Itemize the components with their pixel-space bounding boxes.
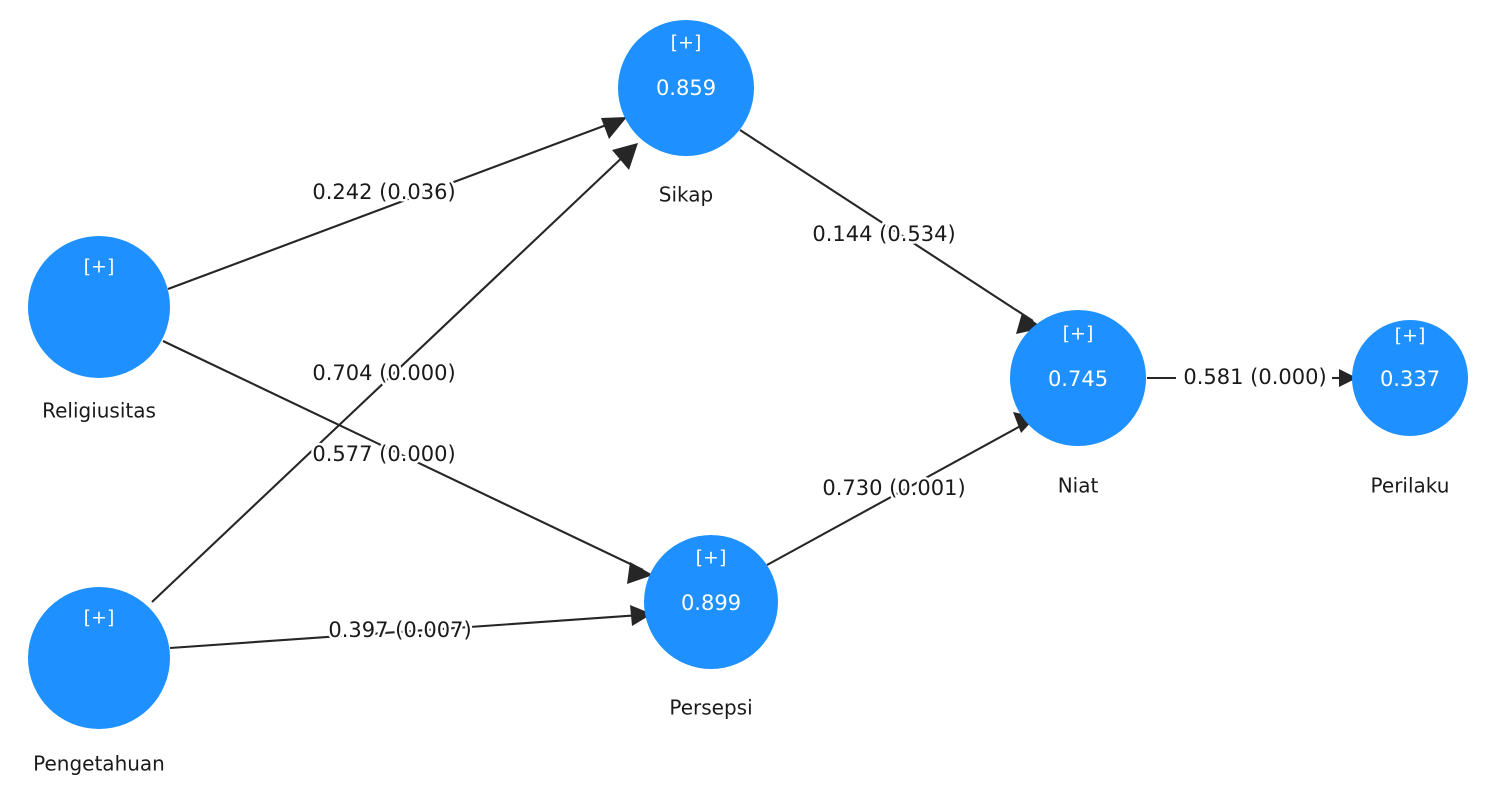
edge-line [766, 422, 1027, 566]
edge-label-sikap-niat: 0.144 (0.534) [812, 222, 955, 246]
arrow-head-icon [630, 605, 652, 626]
node-shape [644, 535, 778, 669]
node-caption: Perilaku [1371, 474, 1450, 498]
node-value: 0.745 [1048, 367, 1108, 391]
edge-line [151, 151, 629, 603]
node-shape [28, 587, 170, 729]
node-shape [618, 20, 754, 156]
node-caption: Persepsi [669, 696, 752, 720]
node-badge: [+] [696, 547, 727, 569]
edge-line [169, 613, 642, 650]
edge-label-religiusitas-persepsi: 0.577 (0.000) [312, 442, 455, 466]
node-badge: [+] [1063, 323, 1094, 345]
node-caption: Sikap [659, 183, 713, 207]
edge-label-pengetahuan-persepsi: 0.397 (0.007) [328, 618, 471, 642]
arrow-head-icon [1339, 369, 1357, 387]
edge-niat-perilaku[interactable] [1147, 369, 1357, 387]
edge-line [739, 129, 1034, 322]
node-value: 0.859 [656, 76, 716, 100]
edge-label-persepsi-niat: 0.730 (0.001) [822, 476, 965, 500]
node-shape [1010, 310, 1146, 446]
arrow-head-icon [601, 117, 627, 139]
node-perilaku[interactable]: [+] 0.337 Perilaku [1352, 320, 1468, 498]
node-pengetahuan[interactable]: [+] Pengetahuan [28, 587, 170, 776]
node-shape [28, 236, 170, 378]
node-value: 0.337 [1380, 367, 1440, 391]
edge-label-niat-perilaku: 0.581 (0.000) [1183, 365, 1326, 389]
arrow-head-icon [612, 143, 638, 170]
node-religiusitas[interactable]: [+] Religiusitas [28, 236, 170, 423]
node-caption: Niat [1058, 474, 1099, 498]
edge-label-religiusitas-sikap: 0.242 (0.036) [312, 180, 455, 204]
node-niat[interactable]: [+] 0.745 Niat [1010, 310, 1146, 498]
edge-pengetahuan-persepsi[interactable] [169, 605, 652, 650]
node-value: 0.899 [681, 591, 741, 615]
edge-label-group: 0.242 (0.036) 0.704 (0.000) 0.577 (0.000… [310, 178, 1329, 645]
node-shape [1352, 320, 1468, 436]
arrow-head-icon [627, 562, 653, 584]
node-caption: Pengetahuan [33, 752, 165, 776]
edge-line [162, 340, 644, 571]
edge-religiusitas-sikap[interactable] [167, 117, 627, 290]
node-badge: [+] [671, 32, 702, 54]
edge-line [167, 120, 618, 290]
node-badge: [+] [84, 256, 115, 278]
node-badge: [+] [84, 607, 115, 629]
node-sikap[interactable]: [+] 0.859 Sikap [618, 20, 754, 207]
node-caption: Religiusitas [42, 399, 156, 423]
edge-religiusitas-persepsi[interactable] [162, 340, 653, 584]
node-badge: [+] [1395, 325, 1426, 347]
edge-pengetahuan-sikap[interactable] [151, 143, 638, 603]
node-group: [+] Religiusitas [+] Pengetahuan [+] 0.8… [28, 20, 1468, 776]
edge-label-pengetahuan-sikap: 0.704 (0.000) [312, 361, 455, 385]
node-persepsi[interactable]: [+] 0.899 Persepsi [644, 535, 778, 720]
